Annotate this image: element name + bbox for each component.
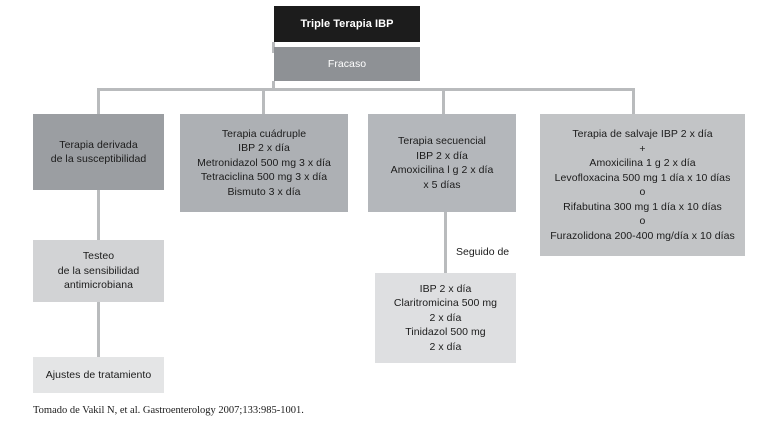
node-root-triple-therapy[interactable]: Triple Terapia IBP [274,6,420,42]
connector-bus-to-susceptibility [97,88,100,114]
connector-testing-to-adjustments [97,302,100,357]
node-quadruple-therapy[interactable]: Terapia cuádruple IBP 2 x día Metronidaz… [180,114,348,212]
connector-bus-to-quadruple [262,88,265,114]
connector-root-to-failure [272,42,275,53]
edge-label-followed-by: Seguido de [456,246,510,258]
connector-bus-to-sequential [442,88,445,114]
source-caption: Tomado de Vakil N, et al. Gastroenterolo… [33,405,304,416]
node-sequential-therapy[interactable]: Terapia secuencial IBP 2 x día Amoxicili… [368,114,516,212]
connector-susceptibility-to-testing [97,190,100,240]
connector-sequential-to-followup [444,212,447,273]
connector-horizontal-bus [97,88,635,91]
node-failure[interactable]: Fracaso [274,47,420,81]
node-antimicrobial-sensitivity-testing[interactable]: Testeo de la sensibilidad antimicrobiana [33,240,164,302]
node-treatment-adjustments[interactable]: Ajustes de tratamiento [33,357,164,393]
connector-failure-to-bus [272,81,275,90]
connector-bus-to-salvage [632,88,635,114]
node-salvage-therapy[interactable]: Terapia de salvaje IBP 2 x día + Amoxici… [540,114,745,256]
node-sequential-followup-regimen[interactable]: IBP 2 x día Claritromicina 500 mg 2 x dí… [375,273,516,363]
node-susceptibility-guided-therapy[interactable]: Terapia derivada de la susceptibilidad [33,114,164,190]
